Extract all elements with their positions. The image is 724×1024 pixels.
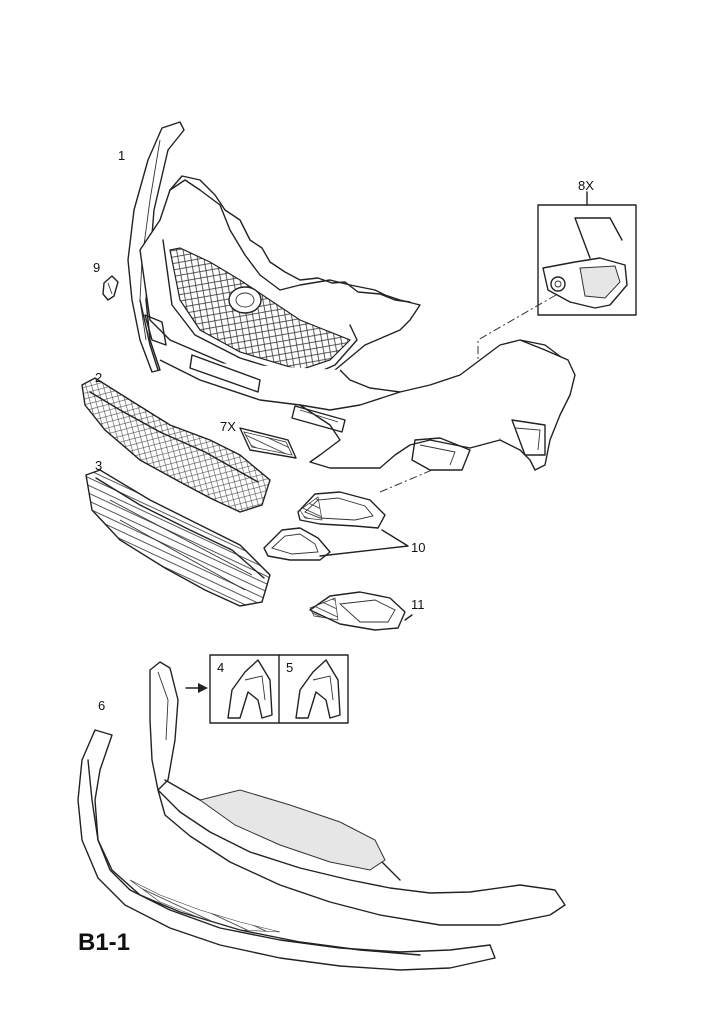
callout-1: 1 <box>118 148 125 163</box>
callout-10: 10 <box>411 540 425 555</box>
callout-7x: 7X <box>220 419 236 434</box>
leader-11 <box>404 614 413 621</box>
emblem <box>228 286 262 314</box>
vent-insert-7x <box>239 427 297 459</box>
clip-part-9 <box>102 275 119 301</box>
leader-10 <box>319 529 409 557</box>
fog-bezel-upper-10 <box>297 491 386 529</box>
leader-line-10 <box>379 469 433 493</box>
front-bumper-cover <box>127 121 576 471</box>
lower-spoiler-assembly <box>77 661 566 971</box>
callout-6: 6 <box>98 698 105 713</box>
page-reference: B1-1 <box>78 929 130 956</box>
lower-grille-3 <box>85 469 271 607</box>
fog-bezel-lower-10 <box>263 527 331 561</box>
callout-3: 3 <box>95 458 102 473</box>
upper-grille-mesh <box>169 247 352 371</box>
lower-grille-2 <box>81 377 271 513</box>
inset-box-8x <box>537 191 637 316</box>
callout-4: 4 <box>217 660 224 675</box>
callout-9: 9 <box>93 260 100 275</box>
callout-2: 2 <box>95 370 102 385</box>
callout-11: 11 <box>411 597 425 612</box>
callout-8x: 8X <box>578 178 594 193</box>
inset-box-4-5 <box>209 654 349 724</box>
fog-trim-11 <box>309 591 406 631</box>
callout-5: 5 <box>286 660 293 675</box>
